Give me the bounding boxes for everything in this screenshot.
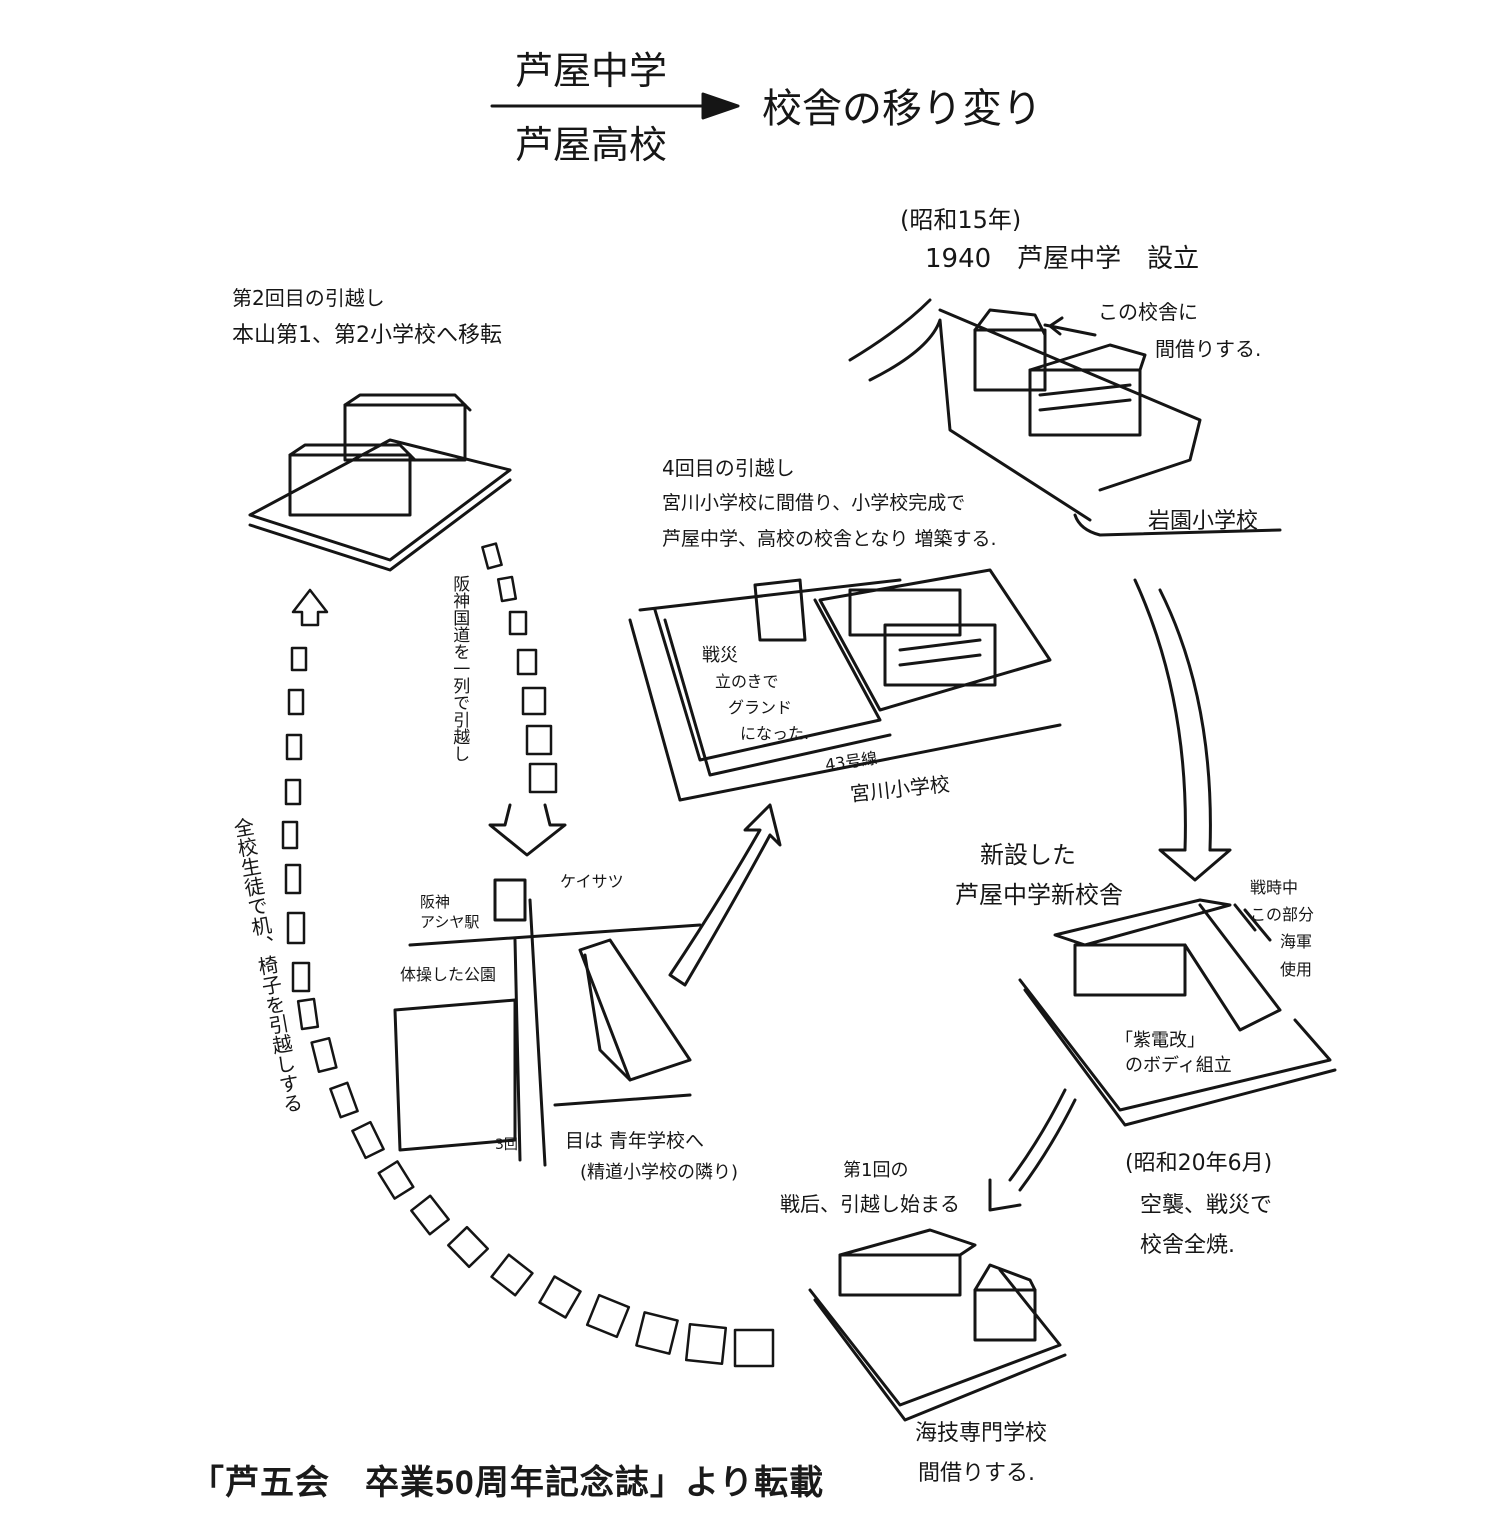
- fourth-move-title: 4回目の引越し: [662, 456, 795, 480]
- hanshin-road-note: 阪神国道を一列で引越し: [449, 575, 470, 762]
- founding-note-1: この校舎に: [1098, 300, 1198, 324]
- police-label: ケイサツ: [560, 872, 624, 891]
- founding-era: (昭和15年): [900, 206, 1022, 234]
- miyagawa-school-drawing: [628, 568, 1062, 802]
- station-label-2: アシヤ駅: [420, 913, 480, 931]
- park-label: 体操した公園: [400, 965, 497, 984]
- second-move-desc: 本山第1、第2小学校へ移転: [232, 323, 502, 348]
- air-raid-era: (昭和20年6月): [1125, 1151, 1273, 1176]
- wartime-note-3: 海軍: [1280, 932, 1313, 951]
- title-arrow-icon: [490, 92, 740, 120]
- ground-note-2: 立のきで: [715, 672, 779, 691]
- wartime-note-2: この部分: [1250, 905, 1315, 924]
- navy-school-label-2: 間借りする.: [918, 1461, 1035, 1486]
- iwazono-school-drawing: [848, 298, 1282, 537]
- ground-note-1: 戦災: [702, 645, 738, 666]
- third-move-desc-2: (精道小学校の隣り): [580, 1162, 739, 1183]
- shidenkai-label: 「紫電改」: [1115, 1030, 1205, 1051]
- new-building-line-2: 芦屋中学新校舎: [955, 881, 1123, 909]
- air-raid-line-2: 校舎全焼.: [1140, 1233, 1235, 1258]
- lower-arrow-icon: [988, 1088, 1077, 1212]
- wartime-note-1: 戦時中: [1250, 878, 1299, 897]
- founding-year: 1940 芦屋中学 設立: [925, 244, 1200, 274]
- first-move-title: 第1回の: [843, 1160, 909, 1181]
- down-arrow-icon: [488, 803, 567, 857]
- ground-note-4: になった.: [740, 724, 810, 743]
- navy-school-label-1: 海技専門学校: [915, 1421, 1048, 1446]
- ground-note-3: グランド: [728, 698, 793, 717]
- up-right-arrow-icon: [668, 803, 782, 987]
- third-move-desc-1: 目は 青年学校へ: [565, 1130, 705, 1152]
- curved-down-arrow-icon: [1133, 578, 1232, 882]
- wartime-note-4: 使用: [1280, 960, 1313, 979]
- new-building-line-1: 新設した: [980, 841, 1076, 869]
- founding-note-2: 間借りする.: [1155, 337, 1262, 361]
- source-credit: 「芦五会 卒業50周年記念誌」より転載: [190, 1464, 825, 1502]
- station-label-1: 阪神: [420, 893, 451, 911]
- desk-route-left: [281, 588, 775, 1368]
- first-move-desc: 戦后、引越し始まる: [780, 1192, 960, 1216]
- navy-school-drawing: [808, 1228, 1067, 1422]
- fourth-move-desc-1: 宮川小学校に間借り、小学校完成で: [662, 492, 966, 514]
- ashiya-station-drawing: [393, 878, 702, 1167]
- third-move-count: 3回: [495, 1137, 518, 1153]
- second-move-title: 第2回目の引越し: [232, 286, 385, 310]
- iwazono-school-label: 岩園小学校: [1148, 509, 1259, 534]
- title-bottom-label: 芦屋高校: [515, 123, 668, 167]
- title-top-label: 芦屋中学: [515, 49, 668, 93]
- motoyama-schools-drawing: [248, 393, 512, 572]
- fourth-move-desc-2: 芦屋中学、高校の校舎となり 増築する.: [662, 528, 997, 550]
- desk-route-right: [481, 542, 558, 794]
- air-raid-line-1: 空襲、戦災で: [1140, 1193, 1273, 1218]
- shidenkai-assembly-label: のボディ組立: [1125, 1055, 1232, 1076]
- new-school-drawing: [1018, 898, 1337, 1127]
- page-title: 校舎の移り変り: [762, 86, 1042, 132]
